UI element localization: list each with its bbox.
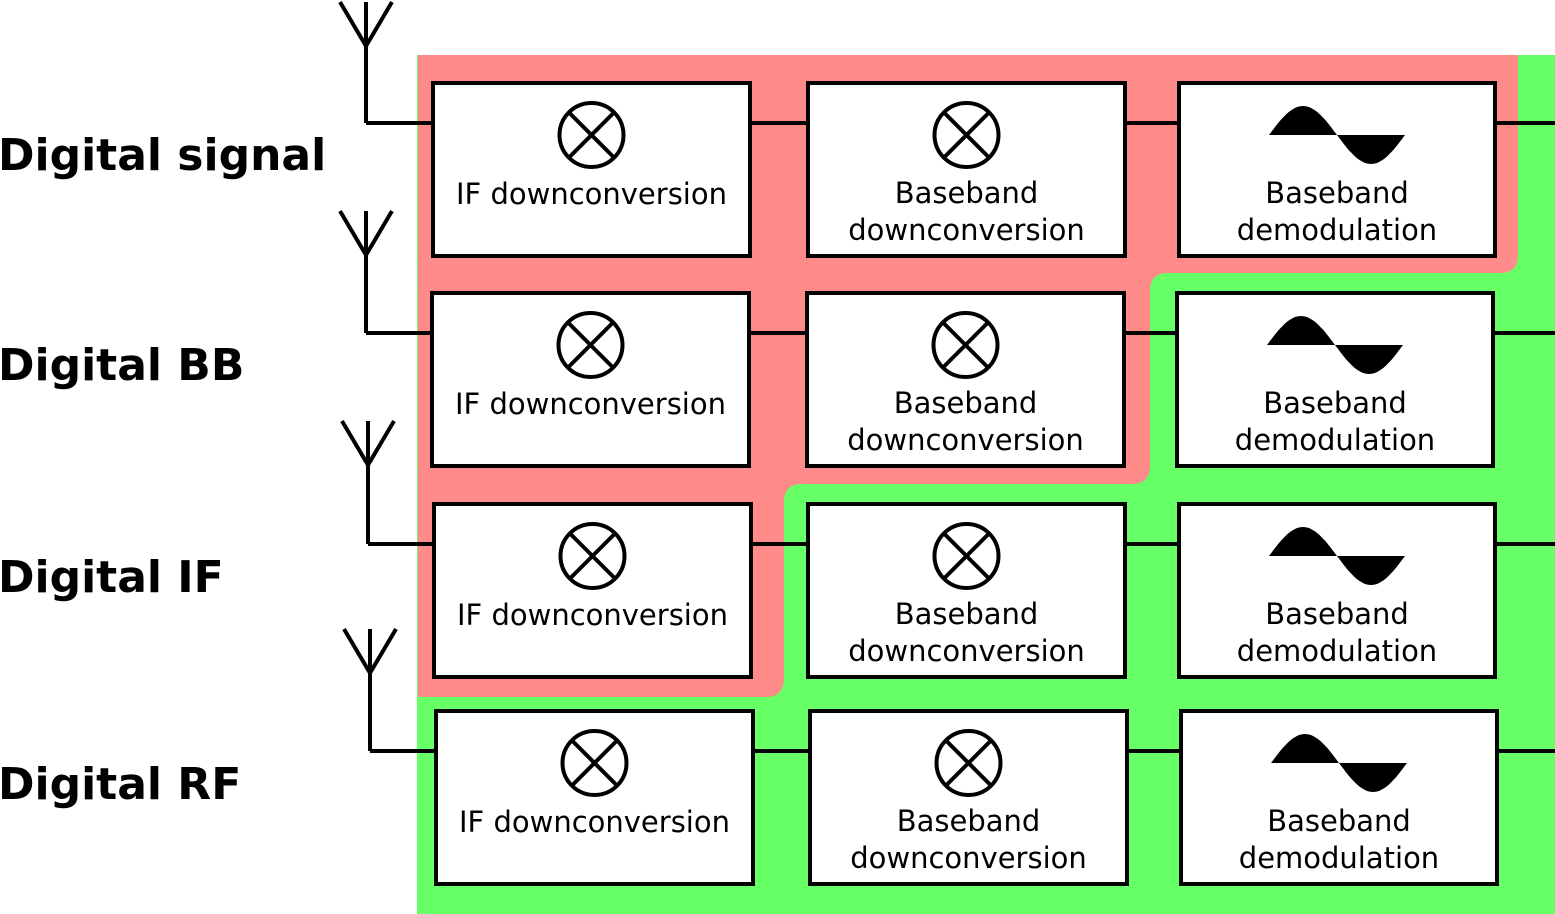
- block-label: IF downconversion: [457, 598, 728, 632]
- processing-block: IF downconversion: [430, 291, 751, 468]
- block-label: downconversion: [848, 213, 1085, 247]
- processing-block: IF downconversion: [432, 502, 753, 679]
- row-label: Digital signal: [0, 130, 326, 181]
- row-label: Digital IF: [0, 552, 224, 603]
- block-label: downconversion: [847, 423, 1084, 457]
- block-frame: [808, 709, 1129, 886]
- block-frame: [806, 502, 1127, 679]
- sine-wave-icon: [1269, 527, 1405, 585]
- block-label: demodulation: [1237, 634, 1437, 668]
- block-label: IF downconversion: [455, 387, 726, 421]
- block-frame: [434, 709, 755, 886]
- block-label: demodulation: [1235, 423, 1435, 457]
- block-frame: [432, 502, 753, 679]
- block-frame: [806, 81, 1127, 258]
- mixer-icon: [931, 311, 1000, 379]
- mixer-icon: [556, 311, 625, 379]
- block-label: IF downconversion: [459, 805, 730, 839]
- block-label: downconversion: [848, 634, 1085, 668]
- block-label: IF downconversion: [456, 177, 727, 211]
- antenna-icon: [342, 627, 398, 751]
- antenna-icon: [338, 209, 394, 333]
- mixer-icon: [934, 729, 1003, 797]
- mixer-icon: [932, 522, 1001, 590]
- processing-block: IF downconversion: [431, 81, 752, 258]
- block-frame: [1177, 81, 1497, 258]
- block-frame: [1175, 291, 1495, 468]
- mixer-icon: [557, 101, 626, 169]
- block-frame: [805, 291, 1126, 468]
- block-label: downconversion: [850, 841, 1087, 875]
- block-frame: [1179, 709, 1499, 886]
- block-frame: [430, 291, 751, 468]
- antenna-icon: [340, 419, 396, 544]
- block-label: Baseband: [895, 176, 1039, 210]
- sine-wave-icon: [1269, 106, 1405, 164]
- block-label: Baseband: [1265, 176, 1409, 210]
- row-label: Digital RF: [0, 759, 241, 810]
- block-label: demodulation: [1239, 841, 1439, 875]
- mixer-icon: [558, 522, 627, 590]
- mixer-icon: [560, 729, 629, 797]
- block-label: Baseband: [894, 386, 1038, 420]
- block-label: Baseband: [895, 597, 1039, 631]
- block-frame: [1177, 502, 1497, 679]
- antenna-icon: [338, 0, 394, 123]
- block-frame: [431, 81, 752, 258]
- block-label: Baseband: [897, 804, 1041, 838]
- processing-block: IF downconversion: [434, 709, 755, 886]
- mixer-icon: [932, 101, 1001, 169]
- row-label: Digital BB: [0, 340, 244, 391]
- block-label: demodulation: [1237, 213, 1437, 247]
- block-label: Baseband: [1265, 597, 1409, 631]
- sine-wave-icon: [1267, 316, 1403, 374]
- block-label: Baseband: [1267, 804, 1411, 838]
- block-label: Baseband: [1263, 386, 1407, 420]
- sine-wave-icon: [1271, 734, 1407, 792]
